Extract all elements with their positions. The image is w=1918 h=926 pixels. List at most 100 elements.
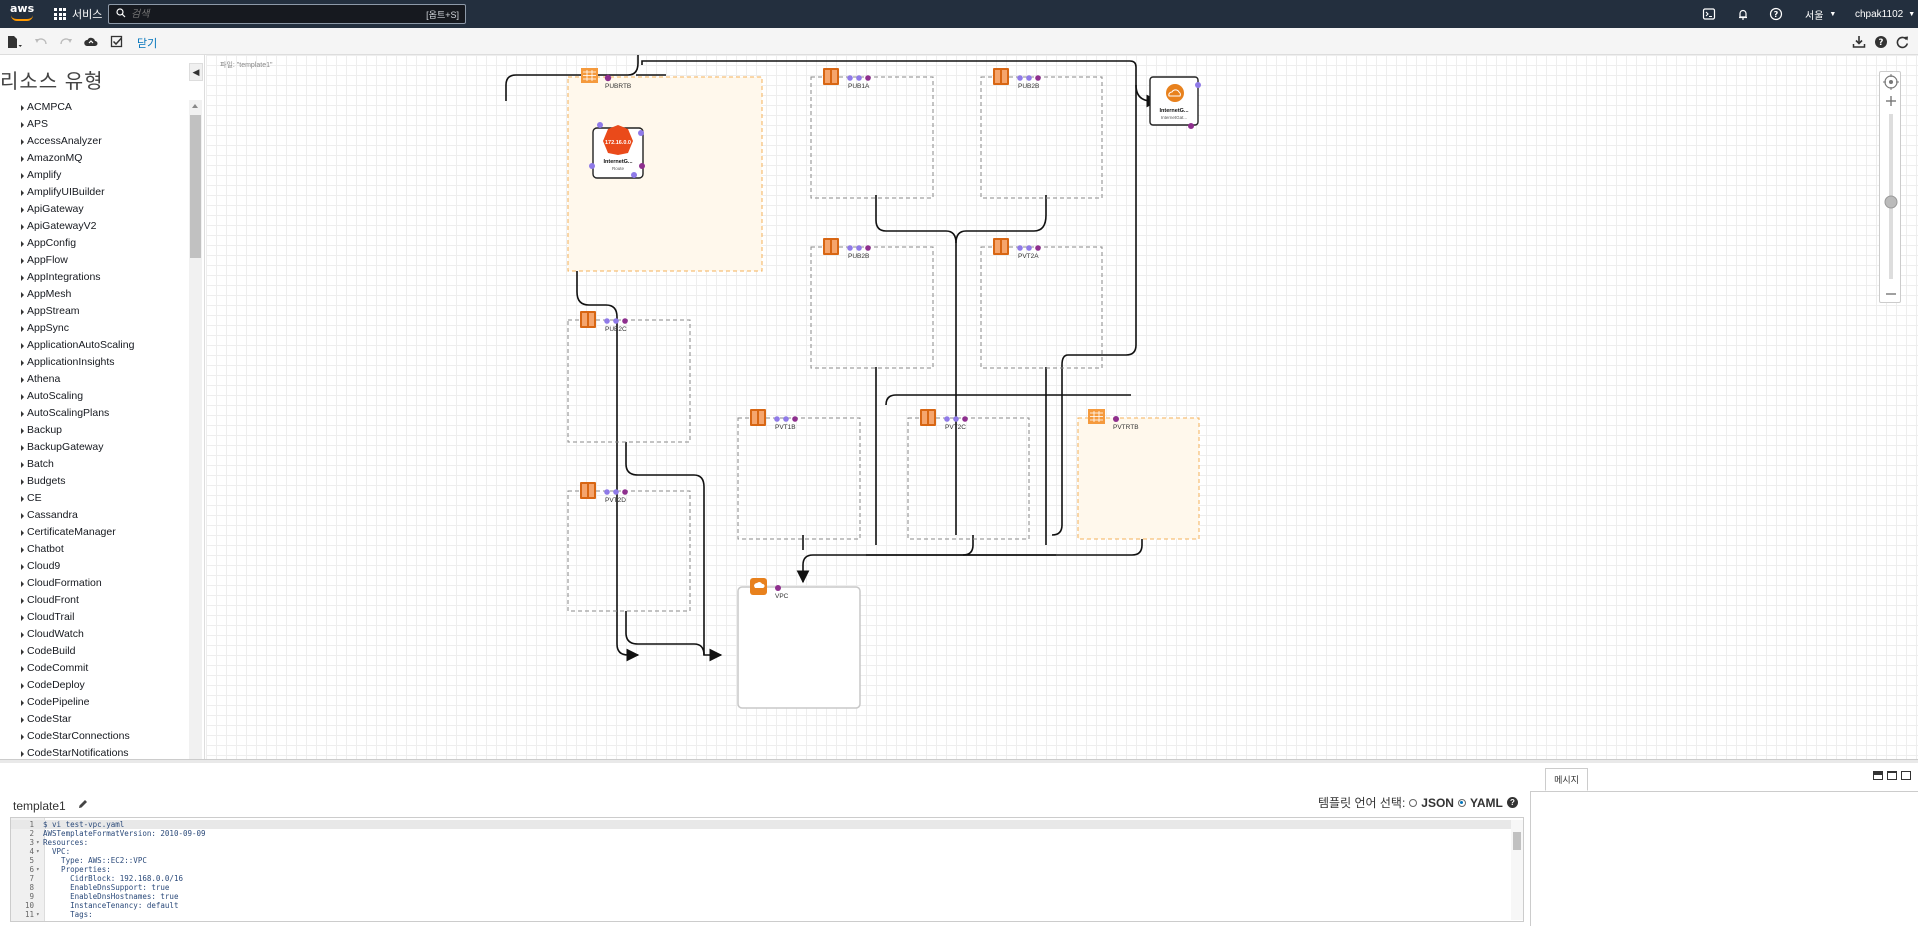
resource-type-item[interactable]: Batch [21, 456, 187, 473]
resource-type-item[interactable]: AmplifyUIBuilder [21, 184, 187, 201]
expand-triangle-icon[interactable] [21, 666, 24, 672]
expand-triangle-icon[interactable] [21, 190, 24, 196]
code-line[interactable]: 7 CidrBlock: 192.168.0.0/16 [11, 874, 1511, 883]
resource-type-item[interactable]: Cloud9 [21, 558, 187, 575]
fold-toggle-icon[interactable]: ▾ [36, 848, 40, 855]
scroll-up-arrow-icon[interactable] [192, 104, 198, 108]
editor-scrollbar[interactable] [1511, 820, 1523, 920]
layout-bottom-icon[interactable] [1873, 771, 1883, 780]
help-icon[interactable]: ? [1506, 797, 1518, 808]
code-line[interactable]: 3▾Resources: [11, 838, 1511, 847]
expand-triangle-icon[interactable] [21, 428, 24, 434]
expand-triangle-icon[interactable] [21, 224, 24, 230]
refresh-icon[interactable] [1894, 34, 1910, 50]
expand-triangle-icon[interactable] [21, 360, 24, 366]
messages-tab[interactable]: 메시지 [1545, 768, 1588, 791]
code-line[interactable]: 1$ vi test-vpc.yaml [11, 820, 1511, 829]
expand-triangle-icon[interactable] [21, 700, 24, 706]
resource-type-item[interactable]: AppSync [21, 320, 187, 337]
resource-type-item[interactable]: AutoScalingPlans [21, 405, 187, 422]
collapse-panel-button[interactable]: ◀ [189, 63, 203, 81]
yaml-radio[interactable] [1457, 798, 1466, 807]
expand-triangle-icon[interactable] [21, 411, 24, 417]
resource-type-item[interactable]: AppConfig [21, 235, 187, 252]
create-stack-cloud-upload-icon[interactable] [83, 34, 99, 50]
expand-triangle-icon[interactable] [21, 258, 24, 264]
yaml-label[interactable]: YAML [1469, 795, 1503, 810]
edit-pencil-icon[interactable] [77, 798, 89, 810]
expand-triangle-icon[interactable] [21, 649, 24, 655]
resource-type-item[interactable]: CloudFront [21, 592, 187, 609]
expand-triangle-icon[interactable] [21, 717, 24, 723]
region-selector[interactable]: 서울 ▼ [1805, 0, 1836, 28]
fold-toggle-icon[interactable]: ▾ [36, 839, 40, 846]
scrollbar-thumb[interactable] [1513, 832, 1521, 850]
account-menu[interactable]: chpak1102 ▼ [1855, 0, 1915, 28]
layout-maximize-icon[interactable] [1901, 771, 1911, 780]
expand-triangle-icon[interactable] [21, 207, 24, 213]
expand-triangle-icon[interactable] [21, 156, 24, 162]
services-menu-button[interactable]: 서비스 [54, 6, 102, 22]
resource-type-item[interactable]: Budgets [21, 473, 187, 490]
scrollbar-thumb[interactable] [190, 115, 201, 258]
template-design-canvas[interactable]: 파일: "template1" [206, 55, 1918, 759]
expand-triangle-icon[interactable] [21, 615, 24, 621]
code-line[interactable]: 10 InstanceTenancy: default [11, 901, 1511, 910]
resource-type-item[interactable]: CodeStarConnections [21, 728, 187, 745]
expand-triangle-icon[interactable] [21, 309, 24, 315]
resource-type-item[interactable]: AppFlow [21, 252, 187, 269]
resource-type-item[interactable]: CodePipeline [21, 694, 187, 711]
expand-triangle-icon[interactable] [21, 564, 24, 570]
expand-triangle-icon[interactable] [21, 275, 24, 281]
resource-type-item[interactable]: CloudTrail [21, 609, 187, 626]
resource-type-item[interactable]: AccessAnalyzer [21, 133, 187, 150]
zoom-in-icon[interactable] [1886, 96, 1896, 106]
fold-toggle-icon[interactable]: ▾ [36, 866, 40, 873]
resource-type-item[interactable]: CloudWatch [21, 626, 187, 643]
close-link[interactable]: 닫기 [137, 38, 158, 50]
resource-type-item[interactable]: CodeStar [21, 711, 187, 728]
expand-triangle-icon[interactable] [21, 734, 24, 740]
fold-toggle-icon[interactable]: ▾ [36, 911, 40, 918]
expand-triangle-icon[interactable] [21, 105, 24, 111]
expand-triangle-icon[interactable] [21, 377, 24, 383]
notifications-bell-icon[interactable] [1736, 7, 1750, 21]
expand-triangle-icon[interactable] [21, 394, 24, 400]
resource-list-scrollbar[interactable] [189, 100, 202, 759]
search-input[interactable] [131, 6, 411, 22]
code-line[interactable]: 11▾ Tags: [11, 910, 1511, 919]
resource-type-item[interactable]: ACMPCA [21, 99, 187, 116]
expand-triangle-icon[interactable] [21, 462, 24, 468]
resource-type-item[interactable]: CE [21, 490, 187, 507]
cloudshell-icon[interactable] [1702, 7, 1716, 21]
expand-triangle-icon[interactable] [21, 241, 24, 247]
code-line[interactable]: 9 EnableDnsHostnames: true [11, 892, 1511, 901]
expand-triangle-icon[interactable] [21, 632, 24, 638]
help-circle-icon[interactable]: ? [1873, 34, 1889, 50]
panel-splitter[interactable] [0, 759, 1918, 763]
resource-type-item[interactable]: Amplify [21, 167, 187, 184]
resource-type-item[interactable]: CloudFormation [21, 575, 187, 592]
resource-type-item[interactable]: ApiGatewayV2 [21, 218, 187, 235]
resource-type-item[interactable]: CertificateManager [21, 524, 187, 541]
aws-logo[interactable]: aws [10, 3, 38, 23]
expand-triangle-icon[interactable] [21, 292, 24, 298]
json-radio[interactable] [1409, 798, 1418, 807]
expand-triangle-icon[interactable] [21, 547, 24, 553]
search-box[interactable]: [옵트+S] [108, 4, 466, 24]
expand-triangle-icon[interactable] [21, 530, 24, 536]
download-icon[interactable] [1851, 34, 1867, 50]
help-icon[interactable]: ? [1769, 7, 1783, 21]
resource-type-item[interactable]: Athena [21, 371, 187, 388]
resource-type-item[interactable]: AppStream [21, 303, 187, 320]
resource-type-item[interactable]: CodeDeploy [21, 677, 187, 694]
code-line[interactable]: 5 Type: AWS::EC2::VPC [11, 856, 1511, 865]
resource-type-item[interactable]: Cassandra [21, 507, 187, 524]
resource-type-item[interactable]: AppIntegrations [21, 269, 187, 286]
file-menu-icon[interactable] [6, 34, 22, 50]
resource-type-item[interactable]: ApplicationAutoScaling [21, 337, 187, 354]
layout-split-icon[interactable] [1887, 771, 1897, 780]
resource-type-item[interactable]: CodeBuild [21, 643, 187, 660]
